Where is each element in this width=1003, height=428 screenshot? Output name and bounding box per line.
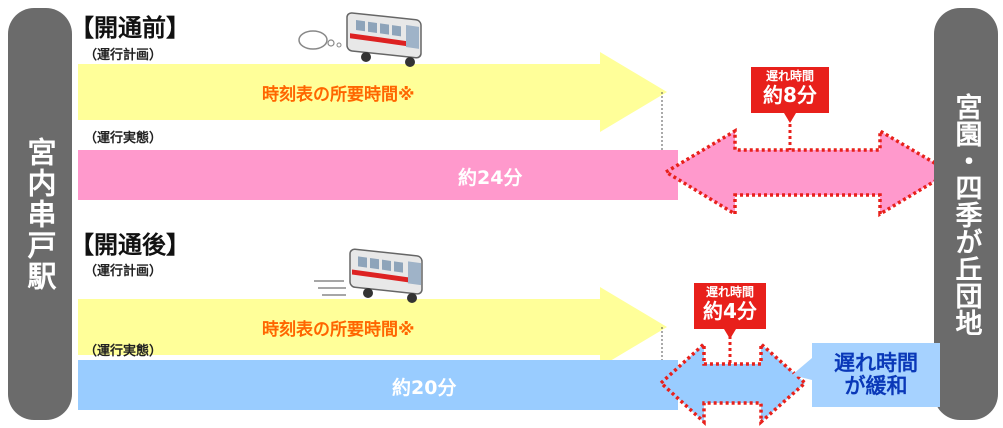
before-delay-arrow	[662, 127, 954, 218]
after-plan-bar-text: 時刻表の所要時間※	[262, 320, 415, 340]
after-heading: 【開通後】	[70, 231, 190, 259]
before-delay-callout	[751, 67, 829, 123]
before-plan-label: （運行計画）	[84, 48, 163, 63]
after-actual-label: （運行実態）	[84, 344, 163, 359]
relief-line-1: 遅れ時間	[834, 350, 918, 375]
after-plan-arrow	[78, 287, 667, 367]
before-plan-bar-text: 時刻表の所要時間※	[262, 85, 415, 105]
after-actual-bar-text: 約20分	[392, 377, 457, 399]
delay-relief-box: 遅れ時間 が緩和	[812, 343, 940, 407]
before-delay-title: 遅れ時間	[765, 69, 814, 83]
after-delay-arrow	[658, 340, 808, 426]
after-actual-bar	[78, 360, 678, 410]
before-actual-bar-text: 約24分	[458, 167, 523, 189]
relief-line-2: が緩和	[844, 374, 908, 398]
after-plan-label: （運行計画）	[84, 264, 163, 279]
origin-station-label: 宮内串戸駅	[8, 8, 72, 420]
before-delay-callout-text: 遅れ時間 約8分	[751, 69, 829, 107]
before-plan-arrow	[78, 52, 667, 132]
before-heading: 【開通前】	[70, 14, 190, 42]
before-actual-bar	[78, 150, 678, 200]
bus-icon-after	[314, 248, 423, 303]
before-delay-value: 約8分	[763, 82, 817, 107]
after-delay-value: 約4分	[703, 298, 757, 323]
bus-icon-before	[298, 12, 422, 67]
destination-station-label: 宮園・四季が丘団地	[934, 8, 998, 420]
before-actual-label: （運行実態）	[84, 131, 163, 146]
after-delay-title: 遅れ時間	[705, 285, 754, 299]
relief-pointer	[792, 358, 812, 380]
after-delay-callout	[694, 283, 766, 339]
after-delay-callout-text: 遅れ時間 約4分	[694, 285, 766, 323]
